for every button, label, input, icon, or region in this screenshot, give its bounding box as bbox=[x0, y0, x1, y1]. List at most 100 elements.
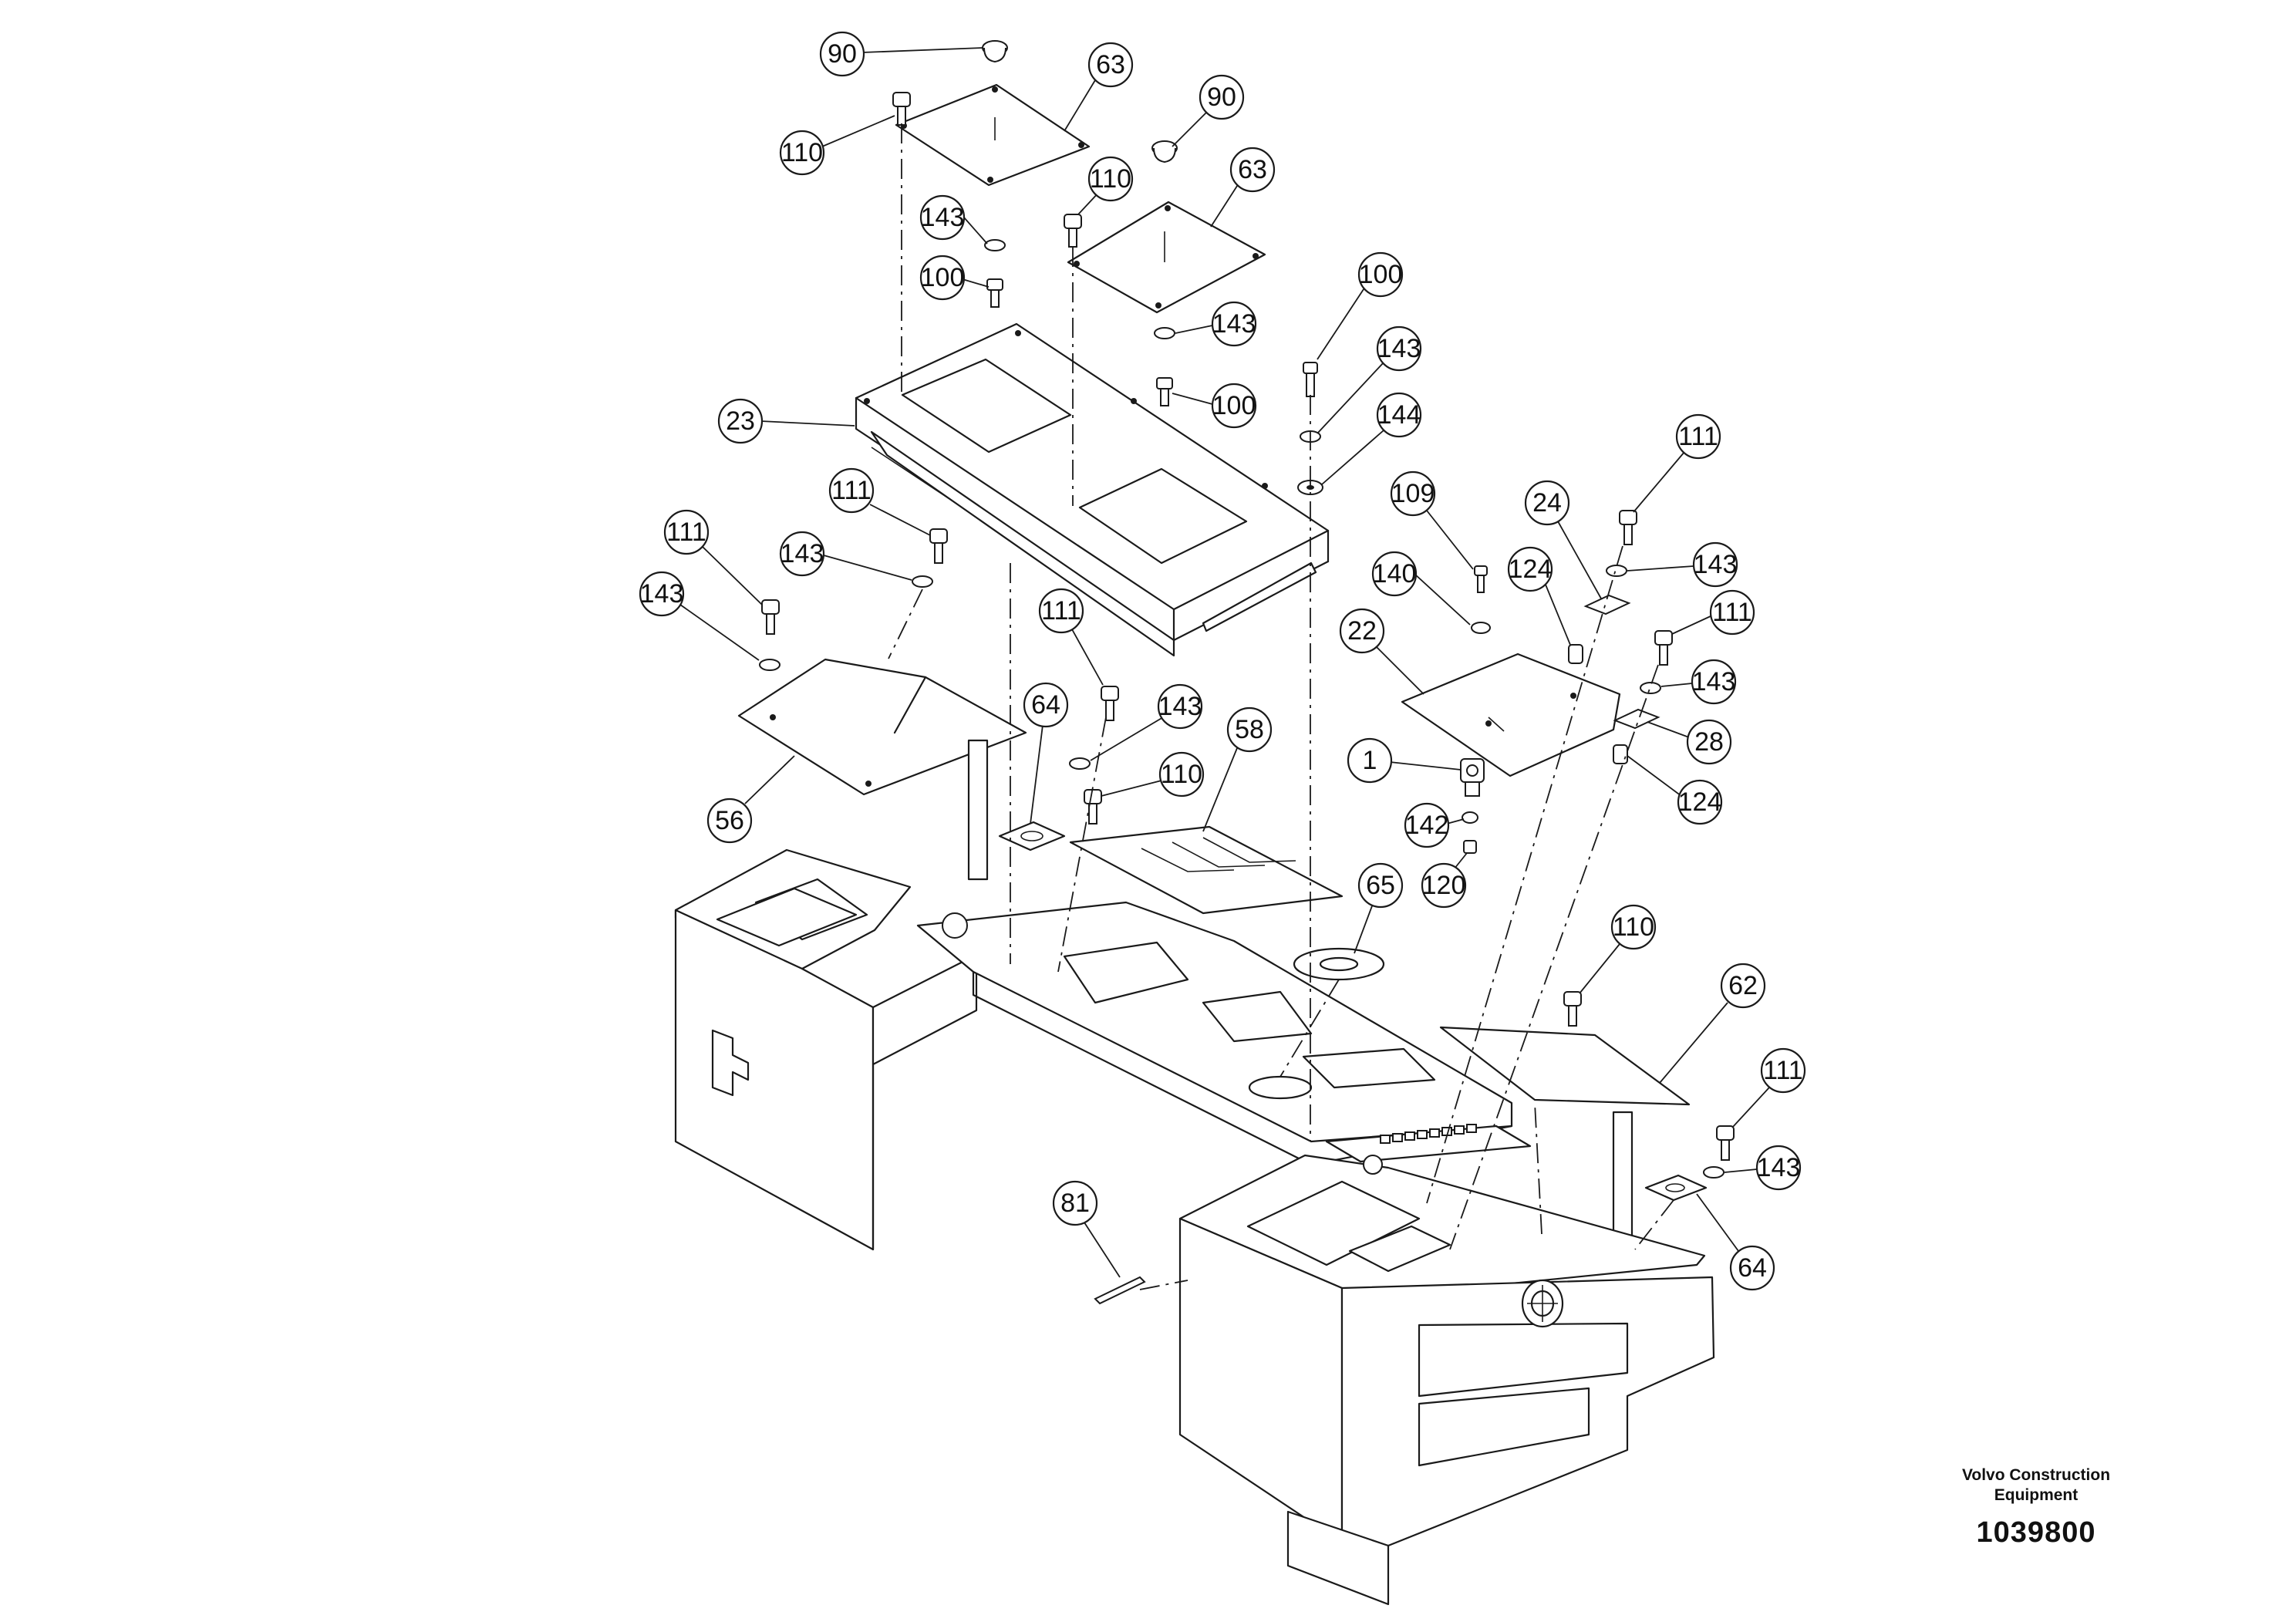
callout-90: 90 bbox=[819, 31, 865, 77]
svg-text:143: 143 bbox=[781, 539, 824, 568]
bolt-111-a bbox=[761, 599, 780, 635]
callout-143: 143 bbox=[1376, 325, 1422, 372]
switch-1 bbox=[1460, 758, 1485, 797]
main-frame bbox=[674, 739, 1715, 1606]
callout-22: 22 bbox=[1339, 608, 1385, 654]
svg-text:120: 120 bbox=[1422, 871, 1466, 900]
svg-text:143: 143 bbox=[1377, 334, 1421, 363]
svg-text:100: 100 bbox=[1212, 391, 1256, 420]
bolt-109 bbox=[1474, 565, 1488, 593]
side-plate-22 bbox=[1401, 653, 1621, 777]
washer-143-f bbox=[1606, 565, 1627, 577]
callout-111: 111 bbox=[1709, 589, 1755, 636]
svg-text:110: 110 bbox=[1161, 760, 1202, 789]
svg-text:23: 23 bbox=[726, 406, 755, 436]
callout-28: 28 bbox=[1686, 719, 1732, 765]
clamp-28 bbox=[1613, 708, 1660, 730]
svg-text:111: 111 bbox=[1712, 598, 1752, 627]
washer-143-g bbox=[1640, 682, 1661, 694]
callout-63: 63 bbox=[1087, 42, 1134, 88]
washer-143-e bbox=[912, 575, 933, 588]
svg-text:124: 124 bbox=[1678, 787, 1722, 817]
callout-143: 143 bbox=[919, 194, 966, 241]
brand-block: Volvo Construction Equipment 1039800 bbox=[1874, 1465, 2198, 1549]
callout-143: 143 bbox=[1755, 1145, 1802, 1191]
fan-grille-icon bbox=[1521, 1279, 1564, 1328]
callouts: 90 63 110 143 100 90 110 63 143 100 100 … bbox=[639, 31, 1806, 1291]
svg-text:140: 140 bbox=[1373, 559, 1417, 588]
callout-143: 143 bbox=[1211, 301, 1257, 347]
svg-text:111: 111 bbox=[831, 476, 872, 505]
callout-111: 111 bbox=[1760, 1047, 1806, 1094]
callout-111: 111 bbox=[663, 509, 710, 555]
svg-text:100: 100 bbox=[1359, 260, 1403, 289]
svg-text:28: 28 bbox=[1694, 727, 1724, 757]
svg-text:143: 143 bbox=[1212, 309, 1256, 339]
callout-65: 65 bbox=[1357, 862, 1404, 909]
bolt-100-b bbox=[1156, 377, 1173, 406]
callout-1: 1 bbox=[1347, 737, 1393, 784]
assembly-lines bbox=[888, 123, 1674, 1290]
nut-120 bbox=[1463, 840, 1477, 854]
svg-text:109: 109 bbox=[1391, 479, 1435, 508]
svg-text:65: 65 bbox=[1366, 871, 1395, 900]
callout-143: 143 bbox=[1157, 683, 1203, 730]
bolt-110-c bbox=[1084, 789, 1102, 824]
callout-109: 109 bbox=[1390, 470, 1436, 517]
bolt-111-c bbox=[1619, 510, 1637, 545]
nut-142 bbox=[1462, 811, 1478, 824]
svg-text:22: 22 bbox=[1347, 616, 1377, 646]
grommet-65 bbox=[1293, 947, 1385, 981]
callout-124: 124 bbox=[1677, 779, 1723, 825]
plate-62 bbox=[1439, 1026, 1691, 1106]
callout-120: 120 bbox=[1421, 862, 1467, 909]
svg-text:111: 111 bbox=[1678, 422, 1718, 451]
cover-plate-63-right bbox=[1067, 201, 1266, 314]
callout-81: 81 bbox=[1052, 1180, 1098, 1226]
drawing-number: 1039800 bbox=[1976, 1516, 2096, 1549]
callout-111: 111 bbox=[828, 467, 875, 514]
bolt-111-d bbox=[1654, 630, 1673, 666]
callout-110: 110 bbox=[1610, 904, 1657, 950]
svg-text:62: 62 bbox=[1728, 971, 1758, 1000]
callout-62: 62 bbox=[1720, 963, 1766, 1009]
svg-text:56: 56 bbox=[715, 806, 744, 835]
callout-110: 110 bbox=[779, 130, 825, 176]
callout-143: 143 bbox=[1692, 541, 1738, 588]
svg-text:142: 142 bbox=[1405, 811, 1449, 840]
callout-56: 56 bbox=[706, 798, 753, 844]
side-plate-56 bbox=[737, 658, 1027, 796]
svg-text:64: 64 bbox=[1031, 690, 1060, 720]
callout-142: 142 bbox=[1404, 802, 1450, 848]
callout-110: 110 bbox=[1087, 156, 1134, 202]
svg-text:143: 143 bbox=[1158, 692, 1202, 721]
svg-text:63: 63 bbox=[1238, 155, 1267, 184]
svg-text:110: 110 bbox=[781, 138, 823, 167]
bolt-111-e bbox=[1101, 686, 1119, 721]
svg-text:58: 58 bbox=[1235, 715, 1264, 744]
callout-64: 64 bbox=[1729, 1245, 1775, 1291]
callout-64: 64 bbox=[1023, 682, 1069, 728]
svg-text:144: 144 bbox=[1377, 400, 1421, 430]
svg-text:1: 1 bbox=[1363, 746, 1377, 775]
svg-text:90: 90 bbox=[1207, 83, 1236, 112]
callout-110: 110 bbox=[1158, 751, 1205, 798]
callout-124: 124 bbox=[1507, 546, 1553, 592]
gasket-64-left bbox=[998, 821, 1066, 851]
bolt-100-c bbox=[1303, 362, 1318, 397]
washer-143-a bbox=[984, 239, 1006, 251]
washer-143-h bbox=[1069, 757, 1091, 770]
washer-143-i bbox=[1703, 1166, 1725, 1179]
bolt-111-b bbox=[929, 528, 948, 564]
brand-name-line1: Volvo Construction bbox=[1961, 1466, 2111, 1484]
callout-63: 63 bbox=[1229, 147, 1276, 193]
svg-text:64: 64 bbox=[1738, 1253, 1767, 1283]
knob-90-left bbox=[982, 40, 1008, 63]
callout-140: 140 bbox=[1371, 551, 1418, 597]
callout-143: 143 bbox=[1691, 659, 1737, 705]
svg-text:110: 110 bbox=[1090, 164, 1131, 194]
callout-143: 143 bbox=[779, 531, 825, 577]
callout-111: 111 bbox=[1038, 588, 1084, 634]
callout-100: 100 bbox=[919, 255, 966, 301]
